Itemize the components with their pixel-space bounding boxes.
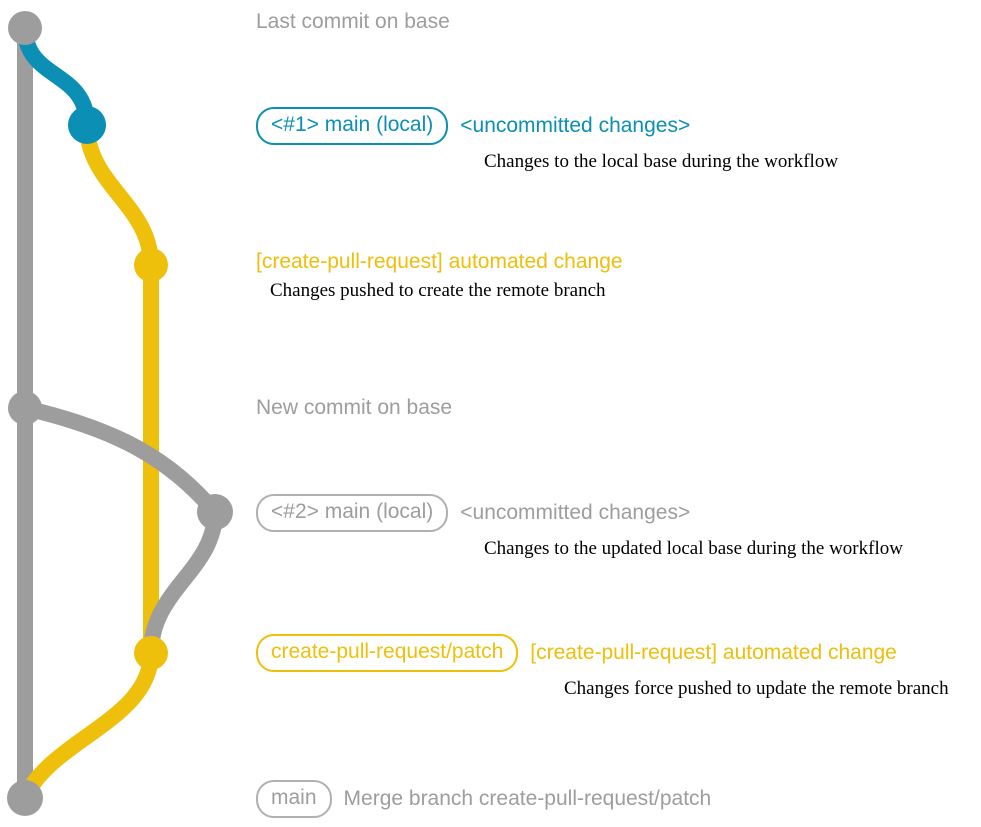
commit-description: Changes to the local base during the wor… [484, 151, 839, 172]
commit-subject: Last commit on base [256, 10, 450, 33]
commit-row-local-main-2: <#2> main (local) <uncommitted changes> … [256, 494, 903, 560]
branch-label-create-pull-request-patch[interactable]: create-pull-request/patch [256, 634, 519, 672]
commit-row-header: <#1> main (local) <uncommitted changes> [256, 107, 690, 145]
commit-row-automated-change-1: [create-pull-request] automated change C… [256, 250, 623, 302]
branch-label-local-main-2[interactable]: <#2> main (local) [256, 494, 449, 532]
commit-subject: <uncommitted changes> [460, 501, 691, 524]
commit-node-base-new [8, 391, 42, 425]
merge-line [17, 645, 159, 806]
commit-row-automated-change-2: create-pull-request/patch [create-pull-r… [256, 634, 949, 700]
branch-label-main[interactable]: main [256, 780, 332, 818]
commit-description: Changes pushed to create the remote bran… [270, 280, 606, 301]
commit-row-header: create-pull-request/patch [create-pull-r… [256, 634, 897, 672]
commit-row-local-main-1: <#1> main (local) <uncommitted changes> … [256, 107, 838, 173]
commit-subject: <uncommitted changes> [460, 114, 691, 137]
commit-subject: Merge branch create-pull-request/patch [343, 787, 712, 810]
commit-row-header: Last commit on base [256, 10, 450, 34]
local-branch-line-2 [17, 400, 224, 661]
commit-subject: New commit on base [256, 396, 453, 419]
commit-row-header: New commit on base [256, 396, 452, 420]
commit-node-merge [7, 780, 43, 816]
commit-node-base-top [8, 11, 42, 45]
commit-row-merge-commit: main Merge branch create-pull-request/pa… [256, 780, 711, 818]
commit-row-last-commit-on-base: Last commit on base [256, 10, 450, 34]
commit-node-local-2 [197, 494, 233, 530]
commit-subject: [create-pull-request] automated change [530, 641, 897, 664]
commit-row-new-commit-on-base: New commit on base [256, 396, 452, 420]
commit-node-remote-1 [134, 248, 168, 282]
commit-row-header: <#2> main (local) <uncommitted changes> [256, 494, 690, 532]
branch-label-local-main-1[interactable]: <#1> main (local) [256, 107, 449, 145]
commit-subject: [create-pull-request] automated change [256, 250, 623, 273]
commit-node-remote-2 [134, 636, 168, 670]
commit-description: Changes to the updated local base during… [484, 538, 903, 559]
commit-description: Changes force pushed to update the remot… [564, 678, 949, 699]
commit-row-header: [create-pull-request] automated change [256, 250, 623, 274]
commit-node-local-1 [68, 106, 106, 144]
commit-row-header: main Merge branch create-pull-request/pa… [256, 780, 711, 818]
remote-branch-line-1 [79, 117, 159, 661]
